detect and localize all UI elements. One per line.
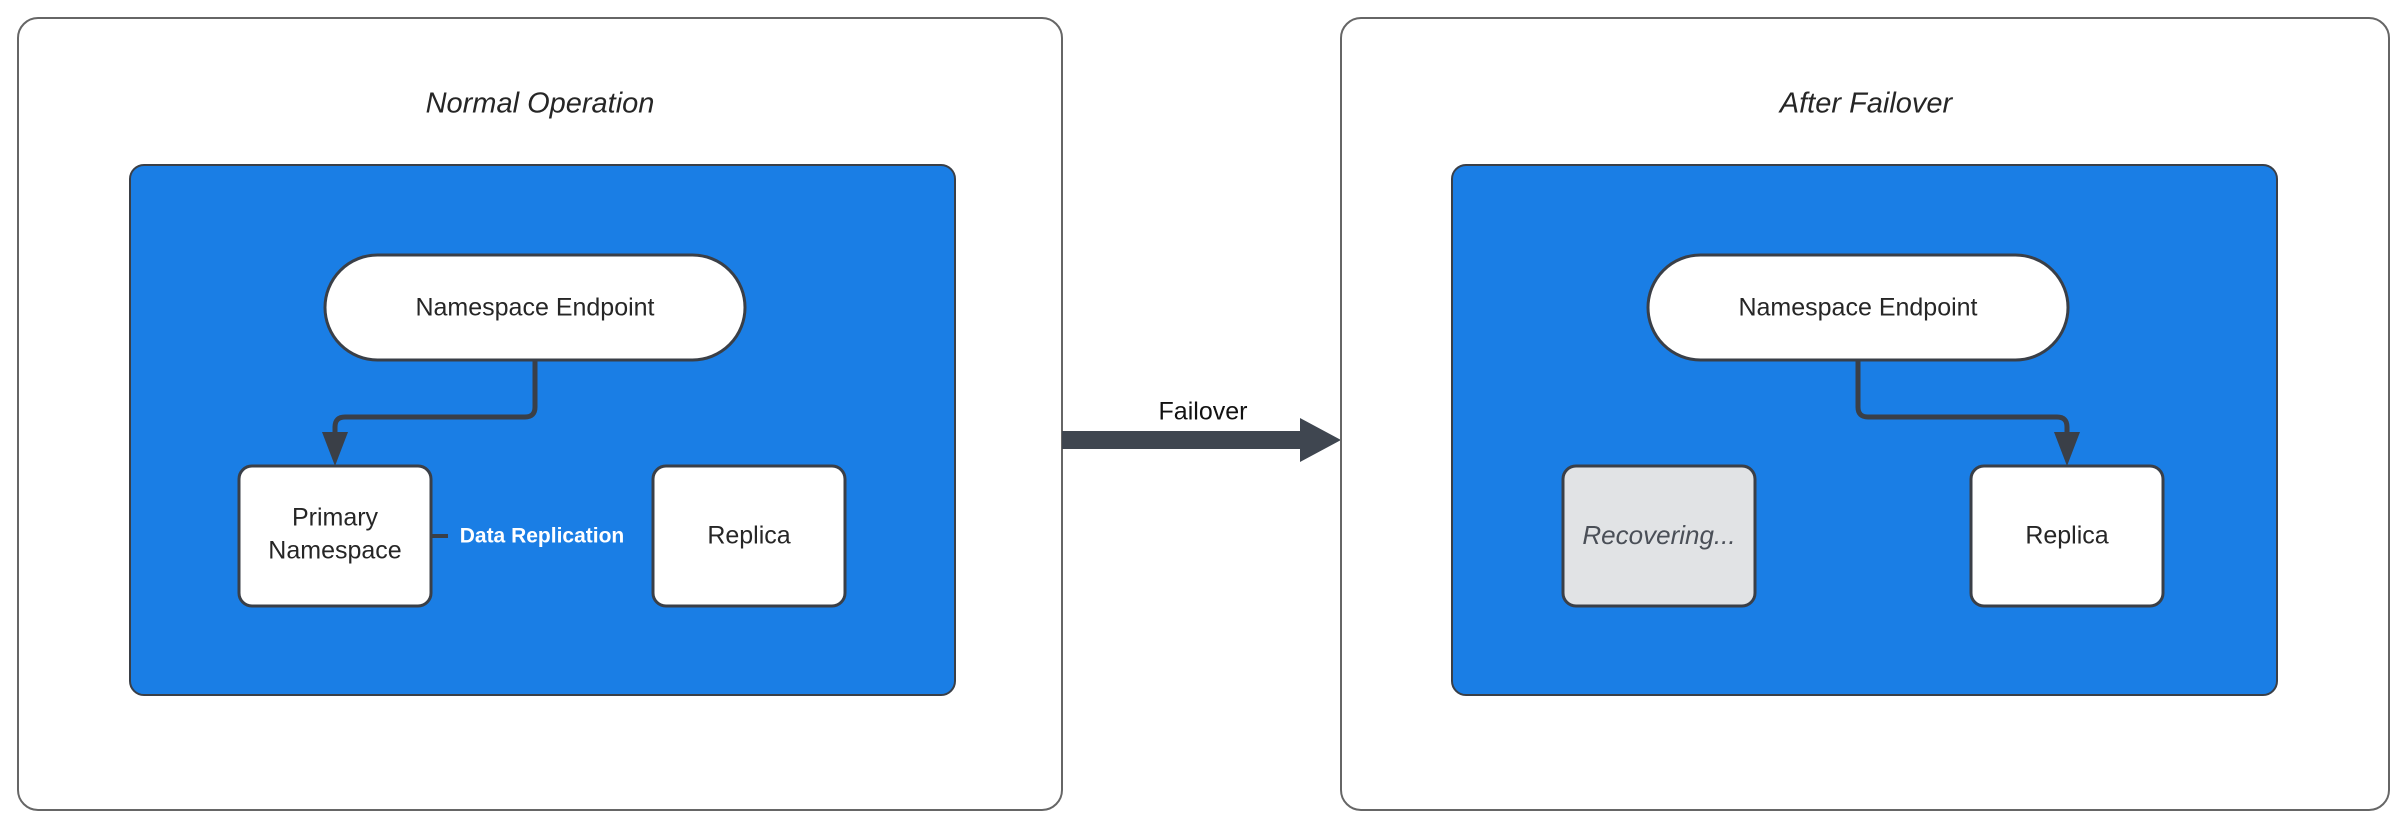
group-container-after-failover bbox=[1451, 164, 2278, 696]
edge-data-replication-label-backdrop bbox=[448, 524, 660, 549]
node-replica-right[interactable]: Replica bbox=[1969, 464, 2165, 608]
node-replica-right-label: Replica bbox=[2025, 522, 2108, 550]
panel-title-normal-operation: Normal Operation bbox=[426, 88, 655, 120]
node-endpoint-left[interactable]: Namespace Endpoint bbox=[323, 253, 747, 362]
connector-endpoint-to-replica bbox=[1855, 360, 2070, 438]
transition-failover: Failover bbox=[1062, 398, 1341, 462]
panel-after-failover: After Failover Namespace Endpoint Recove… bbox=[1340, 17, 2390, 811]
group-container-normal-operation bbox=[129, 164, 956, 696]
node-recovering-shape bbox=[1561, 464, 1757, 608]
node-replica-left-shape bbox=[651, 464, 847, 608]
node-primary-namespace-label-line2: Namespace bbox=[268, 537, 401, 565]
node-recovering[interactable]: Recovering... bbox=[1561, 464, 1757, 608]
node-endpoint-right-label: Namespace Endpoint bbox=[1738, 294, 1977, 322]
transition-failover-label: Failover bbox=[1159, 398, 1248, 426]
node-replica-right-shape bbox=[1969, 464, 2165, 608]
node-replica-left-label: Replica bbox=[707, 522, 790, 550]
node-replica-left[interactable]: Replica bbox=[651, 464, 847, 608]
node-endpoint-right[interactable]: Namespace Endpoint bbox=[1646, 253, 2070, 362]
panel-normal-operation: Normal Operation Namespace Endpoint Prim… bbox=[17, 17, 1063, 811]
node-endpoint-left-label: Namespace Endpoint bbox=[415, 294, 654, 322]
connector-endpoint-to-replica-arrowhead bbox=[2054, 432, 2080, 466]
node-recovering-label: Recovering... bbox=[1582, 520, 1735, 550]
connector-endpoint-to-primary bbox=[332, 360, 538, 438]
edge-data-replication-label: Data Replication bbox=[460, 525, 625, 548]
panel-title-after-failover: After Failover bbox=[1778, 88, 1954, 120]
connector-endpoint-to-primary-arrowhead bbox=[322, 432, 348, 466]
node-primary-namespace[interactable]: Primary Namespace bbox=[237, 464, 433, 608]
transition-failover-arrow bbox=[1062, 418, 1341, 462]
node-primary-namespace-label-line1: Primary bbox=[292, 504, 379, 532]
